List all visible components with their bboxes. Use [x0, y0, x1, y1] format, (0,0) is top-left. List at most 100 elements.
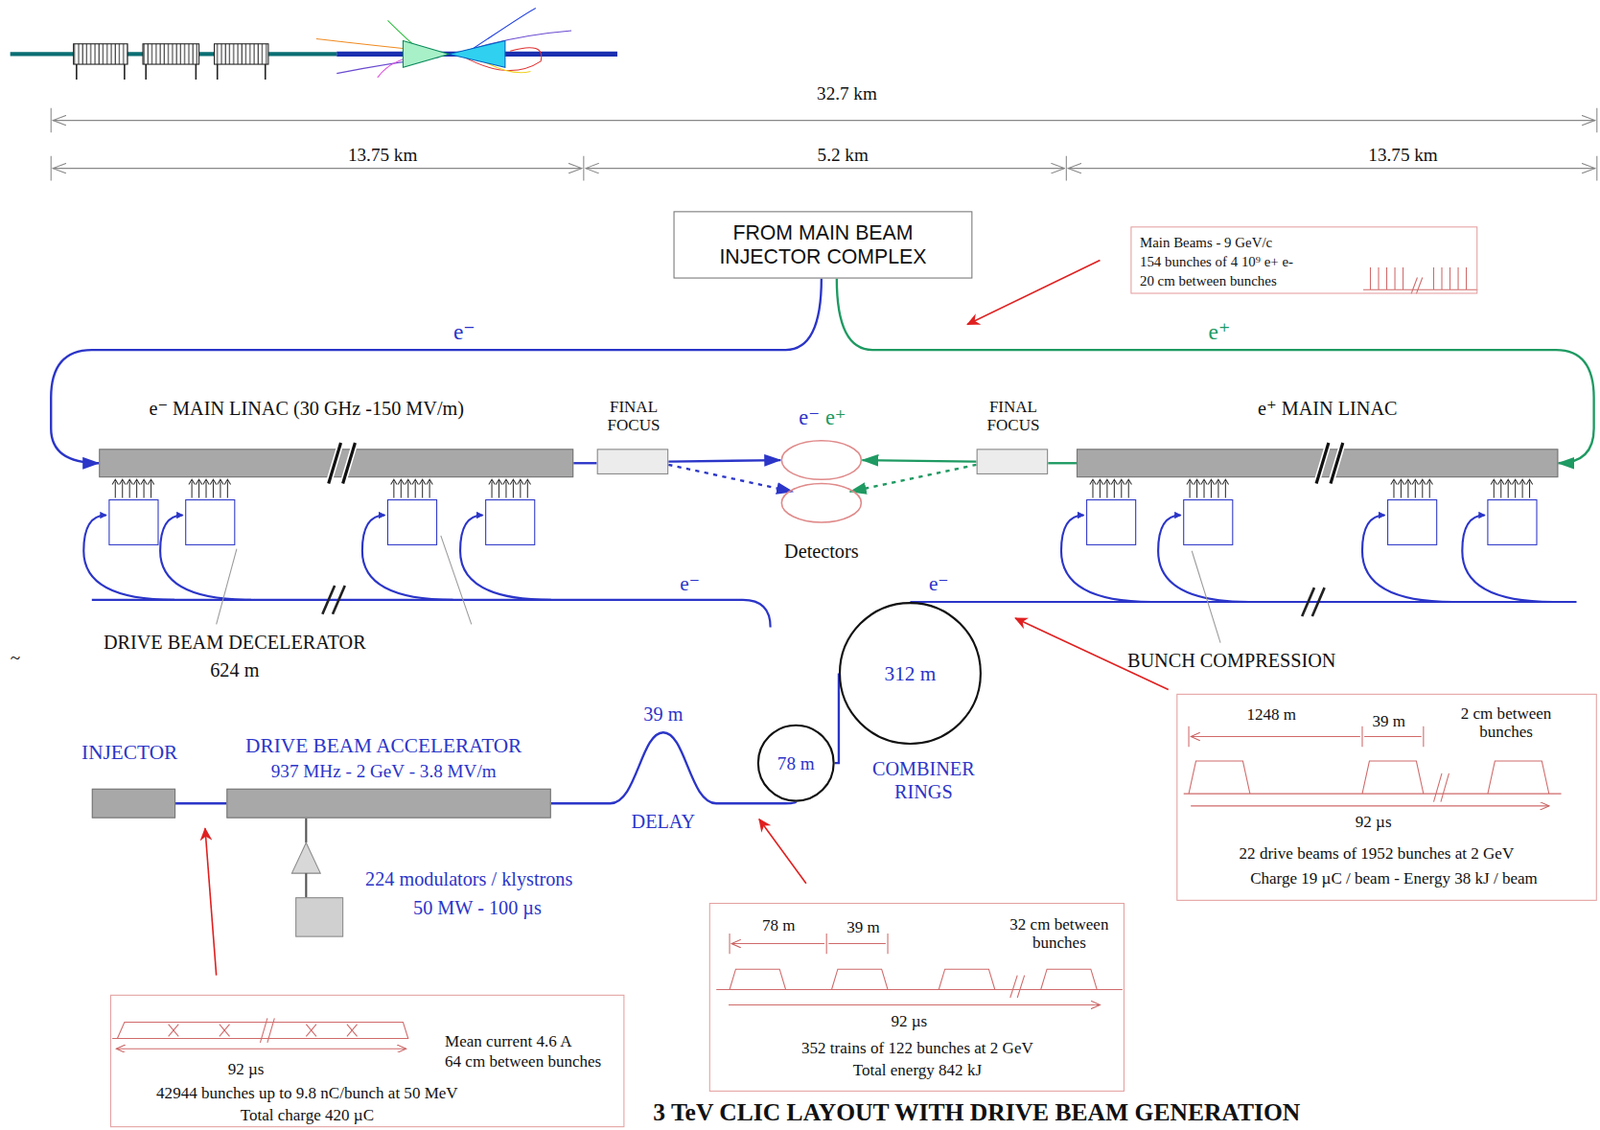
- text-label: Total charge 420 µC: [240, 1106, 374, 1126]
- dimension-line: [585, 167, 1065, 169]
- bunch-train: [112, 267, 1561, 1049]
- detector-ellipse: [780, 440, 862, 482]
- beam-connector: [1047, 462, 1077, 464]
- text-label: e⁻ MAIN LINAC (30 GHz -150 MV/m): [148, 397, 464, 420]
- text-label: 224 modulators / klystrons: [365, 868, 573, 891]
- beamline-icon: [76, 64, 266, 80]
- dimension-line: [50, 108, 1598, 182]
- drive-beam-decelerator: [1461, 515, 1554, 603]
- text-label: 50 MW - 100 µs: [413, 897, 542, 920]
- text-label: Charge 19 µC / beam - Energy 38 kJ / bea…: [1250, 869, 1538, 889]
- combiner-ring: 312 m: [838, 602, 982, 745]
- beamline-icon: [142, 44, 200, 65]
- drive-beam-decelerator: [486, 479, 535, 545]
- text-label: 22 drive beams of 1952 bunches at 2 GeV: [1239, 844, 1515, 864]
- text-label: 352 trains of 122 bunches at 2 GeV: [801, 1039, 1034, 1059]
- text-label: e⁺ MAIN LINAC: [1257, 397, 1397, 420]
- drive-beam-decelerator: [185, 479, 235, 545]
- diagram-title: 3 TeV CLIC LAYOUT WITH DRIVE BEAM GENERA…: [652, 1099, 1300, 1128]
- text-label: Mean current 4.6 A: [444, 1032, 572, 1052]
- linac-bar: e⁺ MAIN LINAC: [1076, 448, 1558, 478]
- detector-ellipse: [781, 440, 861, 480]
- text-label: 312 m: [884, 661, 937, 685]
- detector-ellipse: Detectors: [780, 482, 862, 524]
- leader-line: [216, 535, 1221, 644]
- text-label: Total energy 842 kJ: [853, 1061, 982, 1081]
- injector-box: INJECTOR: [92, 788, 176, 819]
- beam-connector: [861, 460, 976, 463]
- dimension-line: [1066, 156, 1067, 182]
- drive-beam-decelerator: [1487, 479, 1537, 545]
- callout-arrow: [205, 828, 217, 975]
- text-label: 78 m: [777, 752, 815, 774]
- beam-connector: [573, 462, 597, 464]
- drive-beam-decelerator: [83, 479, 1577, 627]
- dimension-line: [1596, 108, 1598, 134]
- linac-bar: e⁻ MAIN LINAC (30 GHz -150 MV/m): [98, 448, 574, 478]
- text-label: 32.7 km: [816, 83, 878, 105]
- text-label: 64 cm between bunches: [444, 1052, 602, 1072]
- modulator-klystron: [304, 873, 307, 899]
- text-label: 5.2 km: [817, 144, 869, 166]
- drive-beam-decelerator: [1087, 479, 1137, 545]
- text-label: 42944 bunches up to 9.8 nC/bunch at 50 M…: [156, 1084, 459, 1104]
- edge-label: e⁻: [453, 318, 476, 345]
- drive-beam-decelerator: [1362, 515, 1454, 603]
- callout-box: 78 m39 m32 cm between bunches92 µs352 tr…: [709, 903, 1125, 1092]
- drive-beam-decelerator: [322, 585, 1324, 617]
- beam-connector: [834, 673, 839, 765]
- beamline-icon: [402, 41, 449, 69]
- drive-beam-decelerator: [109, 479, 159, 545]
- leader-line: [440, 535, 472, 626]
- detector-ellipse: [781, 484, 861, 523]
- callout-arrow: [759, 819, 807, 884]
- text-label: Detectors: [784, 540, 859, 563]
- dimension-line: [50, 108, 52, 134]
- text-label: DRIVE BEAM ACCELERATOR: [245, 734, 522, 758]
- text-label: ~: [10, 648, 21, 670]
- text-label: 154 bunches of 4 10⁹ e+ e-: [1139, 254, 1294, 271]
- text-label: 32 cm between bunches: [997, 915, 1121, 953]
- callout-box: Main Beams - 9 GeV/c154 bunches of 4 10⁹…: [1130, 226, 1478, 294]
- text-label: 92 µs: [891, 1012, 928, 1032]
- text-label: e⁻: [928, 572, 950, 596]
- accelerator-box: DRIVE BEAM ACCELERATOR937 MHz - 2 GeV - …: [226, 788, 551, 819]
- dimension-line: [582, 156, 584, 182]
- modulator-klystron: [291, 818, 343, 937]
- bunch-train: [1183, 761, 1562, 803]
- drive-beam-decelerator: [1061, 515, 1153, 603]
- bunch-train: [1363, 267, 1478, 295]
- bunch-train: [728, 944, 1100, 1006]
- text-label: 39 m: [1371, 712, 1406, 732]
- bunch-train: [716, 969, 1123, 998]
- callout-box: 92 µsMean current 4.6 A64 cm between bun…: [110, 995, 625, 1128]
- text-label: FROM MAIN BEAM INJECTOR COMPLEX: [716, 221, 931, 269]
- text-label: 937 MHz - 2 GeV - 3.8 MV/m: [271, 761, 497, 783]
- leader-line: [1191, 551, 1221, 644]
- callout-arrow: [967, 259, 1100, 325]
- beamline-icon: [10, 8, 618, 81]
- beam-connector: [668, 460, 781, 463]
- text-label: 92 µs: [1355, 812, 1392, 833]
- beam-connector: [175, 802, 227, 805]
- modulator-klystron: [304, 818, 307, 844]
- beamline-icon: [73, 44, 128, 65]
- text-label: 39 m: [643, 702, 683, 725]
- text-label: INJECTOR: [81, 741, 178, 765]
- beamline-icon: [448, 41, 506, 69]
- dimension-line: [1596, 156, 1598, 182]
- dimension-line: [52, 167, 581, 169]
- modulator-klystron: [291, 842, 321, 874]
- text-label: BUNCH COMPRESSION: [1127, 649, 1336, 673]
- drive-beam-decelerator: [460, 515, 552, 601]
- text-label: FINAL FOCUS: [592, 397, 674, 436]
- callout-box: 1248 m39 m2 cm between bunches92 µs22 dr…: [1176, 694, 1598, 902]
- edge-label: e⁺: [1208, 318, 1231, 345]
- text-label: 20 cm between bunches: [1139, 273, 1277, 290]
- drive-beam-decelerator: [362, 515, 454, 601]
- beam-connector: [836, 278, 1595, 464]
- text-label: 78 m: [762, 916, 796, 936]
